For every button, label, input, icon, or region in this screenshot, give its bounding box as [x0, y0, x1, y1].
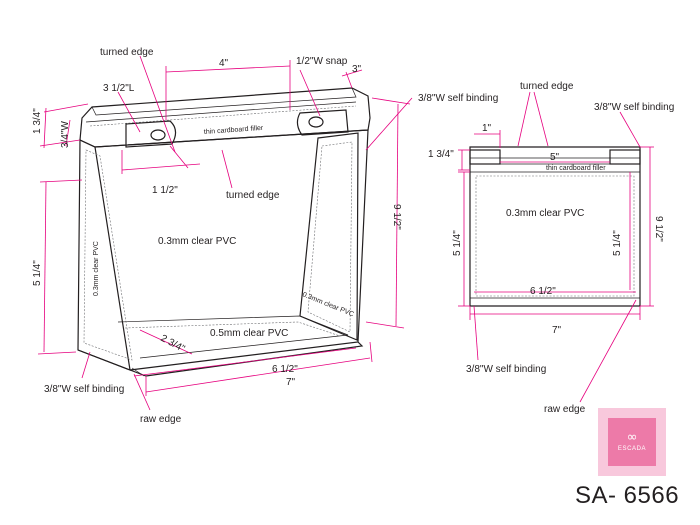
right-raw-edge-label: raw edge	[544, 404, 586, 415]
left-front-pvc-label: 0.3mm clear PVC	[158, 236, 236, 247]
left-depth-2-75-label: 2 3/4"	[159, 333, 187, 355]
right-self-binding-bottom-label: 3/8"W self binding	[466, 364, 546, 375]
right-labels: turned edge 3/8"W self binding 1" 5" 1 3…	[428, 81, 674, 415]
left-depth-3-label: 3"	[352, 64, 362, 75]
right-front-pvc-label: 0.3mm clear PVC	[506, 208, 584, 219]
escada-logo: ∞ ESCADA	[598, 408, 666, 476]
right-dimension-lines	[458, 91, 654, 403]
infinity-icon: ∞	[626, 430, 638, 445]
right-self-binding-top-label: 3/8"W self binding	[594, 102, 674, 113]
left-width-0-75-label: 3/4"W	[60, 121, 71, 148]
left-self-binding-bottom-label: 3/8"W self binding	[44, 384, 124, 395]
left-labels: turned edge 3 1/2"L 4" 1/2"W snap 3" 3/8…	[32, 47, 498, 425]
left-width-4-label: 4"	[219, 58, 229, 69]
left-height-1-75-label: 1 3/4"	[32, 108, 43, 134]
right-height-9-5-label: 9 1/2"	[653, 216, 664, 242]
left-turned-edge-mid-label: turned edge	[226, 190, 280, 201]
left-height-9-5-label: 9 1/2"	[391, 204, 402, 230]
left-height-5-25-label: 5 1/4"	[32, 260, 43, 286]
right-width-5-label: 5"	[550, 152, 560, 163]
logo-brand-text: ESCADA	[617, 446, 647, 452]
right-turned-edge-label: turned edge	[520, 81, 574, 92]
left-length-label: 3 1/2"L	[103, 83, 135, 94]
right-width-7-label: 7"	[552, 325, 562, 336]
left-bag-drawing	[77, 87, 371, 377]
right-height-5-25-left-label: 5 1/4"	[452, 230, 463, 256]
right-height-1-75-label: 1 3/4"	[428, 149, 454, 160]
left-width-1-5-label: 1 1/2"	[152, 185, 178, 196]
left-raw-edge-label: raw edge	[140, 414, 182, 425]
right-side-pvc-label: 0.3mm clear PVC	[301, 291, 354, 318]
left-snap-label: 1/2"W snap	[296, 56, 348, 67]
style-code: SA- 6566	[575, 482, 680, 509]
right-width-6-5-label: 6 1/2"	[530, 286, 556, 297]
left-filler-label: thin cardboard filler	[204, 125, 265, 136]
right-filler-label: thin cardboard filler	[546, 165, 606, 172]
right-height-5-25-inner-label: 5 1/4"	[612, 230, 623, 256]
escada-logo-inner: ∞ ESCADA	[608, 418, 656, 466]
left-side-pvc-label: 0.3mm clear PVC	[93, 241, 100, 296]
right-width-1-label: 1"	[482, 123, 492, 134]
left-bottom-pvc-label: 0.5mm clear PVC	[210, 328, 288, 339]
left-width-7-label: 7"	[286, 377, 296, 388]
left-width-6-5-label: 6 1/2"	[272, 364, 298, 375]
left-turned-edge-top-label: turned edge	[100, 47, 154, 58]
left-self-binding-right-label: 3/8"W self binding	[418, 93, 498, 104]
left-dimension-lines	[37, 55, 413, 411]
